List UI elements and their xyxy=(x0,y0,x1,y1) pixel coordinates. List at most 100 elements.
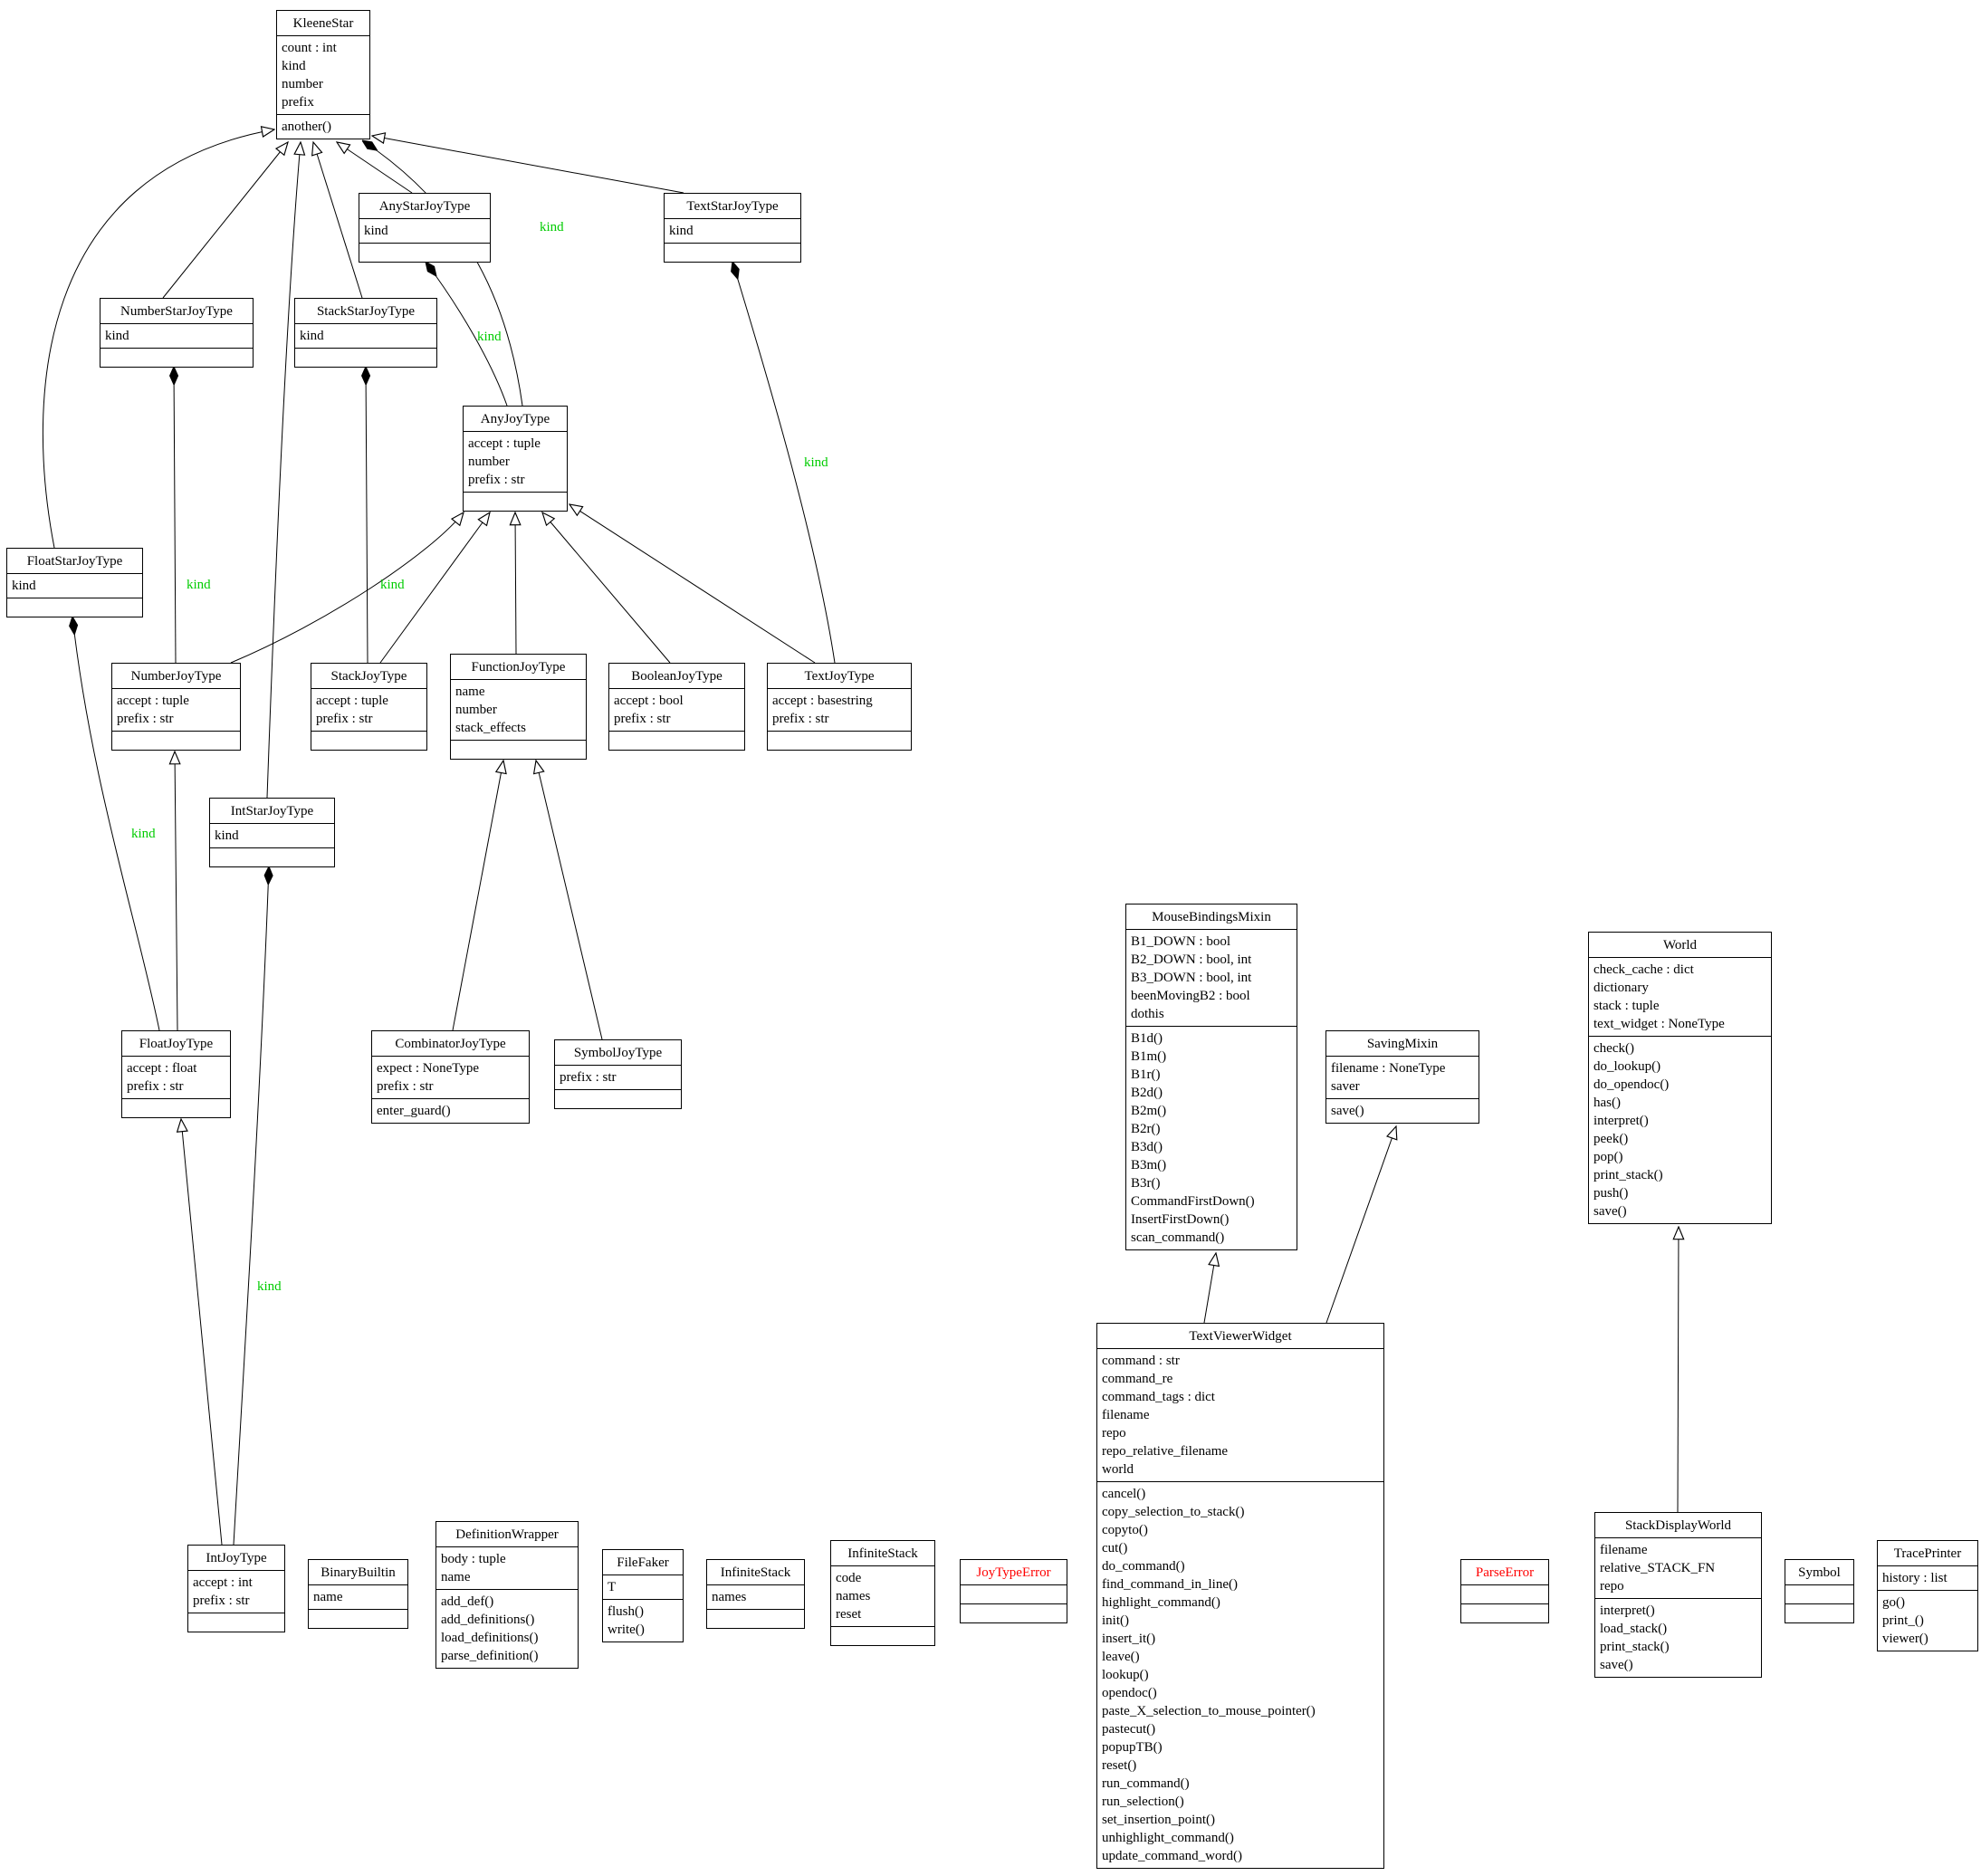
method: B1m() xyxy=(1131,1049,1167,1064)
attribute: dothis xyxy=(1131,1007,1164,1021)
class-attributes: T xyxy=(603,1574,683,1599)
edge-inherit-textstarjoytype-to-kleenestar xyxy=(372,136,684,194)
edge-aggregate-intstarjoytype-to-intjoytype xyxy=(233,866,269,1546)
class-attributes xyxy=(1461,1584,1548,1603)
method: leave() xyxy=(1102,1650,1140,1664)
class-methods xyxy=(309,1609,407,1628)
method: copy_selection_to_stack() xyxy=(1102,1505,1245,1519)
method: pop() xyxy=(1593,1150,1623,1164)
attribute: beenMovingB2 : bool xyxy=(1131,989,1250,1003)
edge-aggregate-floatstarjoytype-to-floatjoytype xyxy=(72,617,160,1031)
attribute: kind xyxy=(300,329,324,343)
attribute: prefix : str xyxy=(316,712,373,726)
edge-inherit-textviewerwidget-to-savingmixin xyxy=(1325,1126,1396,1324)
method: flush() xyxy=(608,1604,644,1619)
class-methods xyxy=(707,1609,804,1628)
association-label: kind xyxy=(131,827,156,841)
edge-aggregate-kleenestar-to-anyjoytype xyxy=(362,140,523,407)
attribute: accept : bool xyxy=(614,694,684,708)
class-title: NumberJoyType xyxy=(130,669,222,684)
attribute: prefix : str xyxy=(377,1079,434,1094)
attribute: names xyxy=(712,1590,747,1604)
method: paste_X_selection_to_mouse_pointer() xyxy=(1102,1704,1316,1718)
method: viewer() xyxy=(1882,1632,1928,1646)
method: init() xyxy=(1102,1613,1129,1628)
method: print_stack() xyxy=(1600,1640,1670,1654)
class-attributes: kind xyxy=(210,823,334,847)
attribute: stack : tuple xyxy=(1593,999,1660,1013)
class-title: FileFaker xyxy=(617,1555,669,1570)
class-title: KleeneStar xyxy=(292,16,354,31)
method: go() xyxy=(1882,1595,1905,1610)
attribute: filename xyxy=(1600,1543,1648,1557)
class-methods: B1d()B1m()B1r()B2d()B2m()B2r()B3d()B3m()… xyxy=(1126,1026,1297,1249)
method: push() xyxy=(1593,1186,1629,1201)
class-attributes: names xyxy=(707,1584,804,1609)
attribute: B1_DOWN : bool xyxy=(1131,934,1230,949)
class-title: SymbolJoyType xyxy=(573,1046,663,1060)
class-methods xyxy=(210,847,334,866)
class-title: IntJoyType xyxy=(206,1551,267,1565)
edge-inherit-symboljoytype-to-functionjoytype xyxy=(536,761,603,1040)
edge-aggregate-textstarjoytype-to-textjoytype xyxy=(732,262,836,664)
method: run_selection() xyxy=(1102,1795,1184,1809)
class-title: FloatStarJoyType xyxy=(26,554,123,569)
class-title: BooleanJoyType xyxy=(631,669,723,684)
attribute: kind xyxy=(215,828,239,843)
class-title: StackStarJoyType xyxy=(316,304,416,319)
attribute: repo xyxy=(1102,1426,1126,1440)
attribute: dictionary xyxy=(1593,981,1649,995)
method: lookup() xyxy=(1102,1668,1149,1682)
attribute: prefix : str xyxy=(127,1079,184,1094)
attribute: relative_STACK_FN xyxy=(1600,1561,1716,1575)
attribute: text_widget : NoneType xyxy=(1593,1017,1725,1031)
method: run_command() xyxy=(1102,1776,1190,1791)
attribute: T xyxy=(608,1580,617,1594)
method: insert_it() xyxy=(1102,1632,1156,1646)
class-methods: add_def()add_definitions()load_definitio… xyxy=(436,1589,578,1668)
method: B2r() xyxy=(1131,1122,1161,1136)
class-title: World xyxy=(1662,938,1698,952)
class-title: TracePrinter xyxy=(1893,1546,1962,1561)
method: save() xyxy=(1593,1204,1627,1219)
class-title: TextJoyType xyxy=(804,669,875,684)
method: has() xyxy=(1593,1096,1621,1110)
attribute: name xyxy=(455,684,485,699)
attribute: command_re xyxy=(1102,1372,1173,1386)
method: copyto() xyxy=(1102,1523,1148,1537)
class-methods: go()print_()viewer() xyxy=(1878,1590,1977,1651)
class-Symbol: Symbol xyxy=(1785,1559,1854,1623)
attribute: kind xyxy=(669,224,694,238)
attribute: prefix : str xyxy=(772,712,829,726)
method: set_insertion_point() xyxy=(1102,1813,1215,1827)
association-label: kind xyxy=(257,1279,282,1294)
class-title: SavingMixin xyxy=(1366,1037,1439,1051)
class-methods xyxy=(7,598,142,617)
class-methods xyxy=(555,1089,681,1108)
method: load_stack() xyxy=(1600,1622,1668,1636)
attribute: history : list xyxy=(1882,1571,1948,1585)
class-attributes: accept : float prefix : str xyxy=(122,1056,230,1098)
attribute: command_tags : dict xyxy=(1102,1390,1215,1404)
class-methods: cancel()copy_selection_to_stack()copyto(… xyxy=(1097,1481,1383,1868)
edge-inherit-textjoytype-to-anyjoytype xyxy=(569,504,816,664)
attribute: accept : float xyxy=(127,1061,197,1076)
